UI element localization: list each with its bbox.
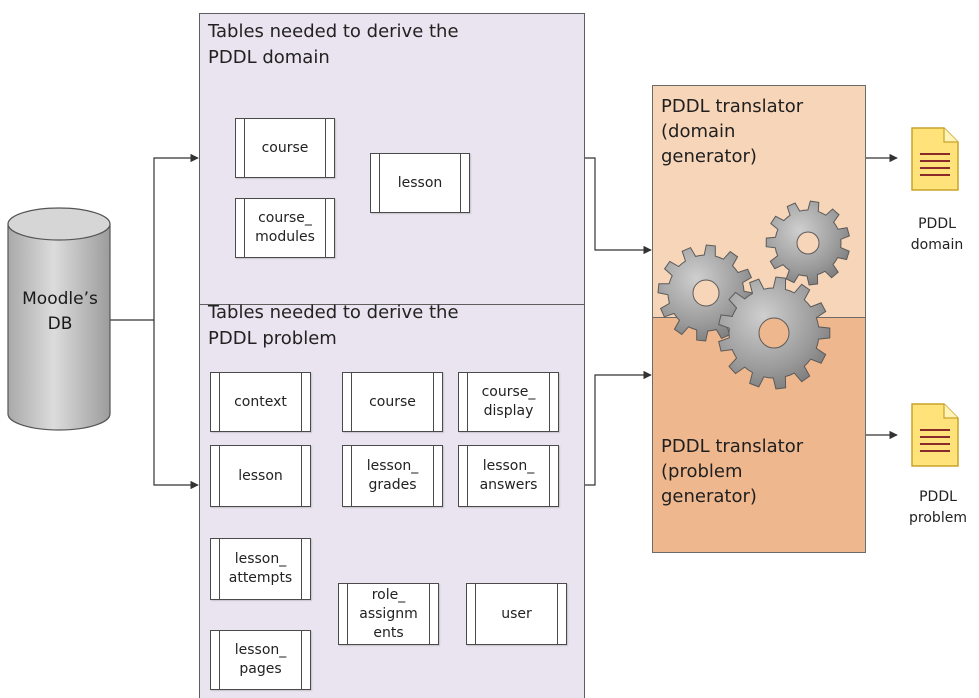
table-course-modules: course_ modules: [235, 198, 335, 258]
database-cylinder-icon: [7, 207, 111, 431]
table-lesson-domain: lesson: [370, 153, 470, 213]
arrow-db-to-problem-tables: [153, 320, 199, 490]
arrow-domain-tables-to-translator: [585, 157, 652, 255]
problem-translator-title: PDDL translator (problem generator): [661, 436, 804, 507]
gears-icon: [657, 200, 851, 390]
gear-icon: [718, 276, 831, 390]
database-label: Moodle’s DB: [22, 289, 98, 334]
domain-translator-title: PDDL translator (domain generator): [661, 96, 804, 167]
arrow-db-to-domain-tables: [110, 153, 199, 321]
domain-panel-title: Tables needed to derive the PDDL domain: [208, 21, 459, 68]
table-role-assignments: role_ assignm ents: [338, 583, 439, 645]
table-lesson-answers: lesson_ answers: [458, 445, 559, 507]
gear-icon: [765, 200, 851, 286]
document-icon-domain: [911, 127, 959, 191]
table-context: context: [210, 372, 311, 432]
table-lesson-grades: lesson_ grades: [342, 445, 443, 507]
table-course-domain: course: [235, 118, 335, 178]
arrow-problem-tables-to-translator: [585, 370, 652, 486]
output-problem-label: PDDL problem: [909, 489, 967, 526]
table-course-display: course_ display: [458, 372, 559, 432]
table-lesson-attempts: lesson_ attempts: [210, 538, 311, 600]
table-user: user: [466, 583, 567, 645]
document-icon-problem: [911, 403, 959, 467]
table-lesson-pages: lesson_ pages: [210, 630, 311, 690]
output-domain-label: PDDL domain: [910, 216, 964, 253]
table-course-problem: course: [342, 372, 443, 432]
table-lesson-problem: lesson: [210, 445, 311, 507]
problem-panel-title: Tables needed to derive the PDDL problem: [208, 302, 459, 349]
